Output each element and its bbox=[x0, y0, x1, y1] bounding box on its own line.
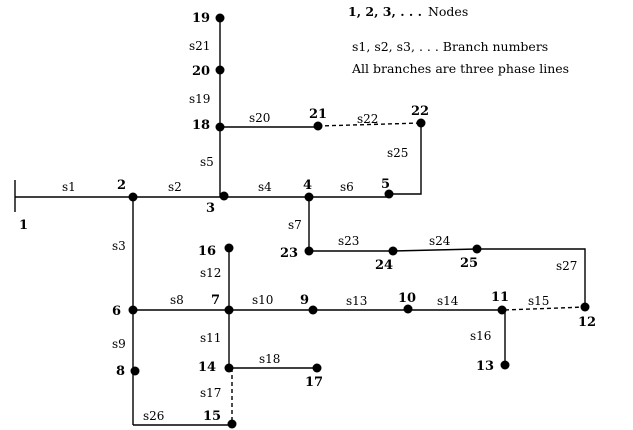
node-dot-8 bbox=[130, 366, 140, 376]
branch-label-s23: s23 bbox=[338, 234, 359, 248]
branch-label-s18: s18 bbox=[259, 352, 280, 366]
node-label-3: 3 bbox=[206, 201, 215, 216]
node-label-12: 12 bbox=[578, 315, 596, 330]
node-dot-14 bbox=[224, 363, 234, 373]
node-label-19: 19 bbox=[192, 11, 210, 26]
branch-label-s17: s17 bbox=[200, 386, 221, 400]
tie-line-s22 bbox=[317, 122, 422, 127]
node-label-14: 14 bbox=[198, 360, 216, 375]
node-dot-24 bbox=[388, 246, 398, 256]
branch-label-s25: s25 bbox=[387, 146, 408, 160]
node-label-23: 23 bbox=[280, 246, 298, 261]
node-dot-16 bbox=[224, 243, 234, 253]
legend-nodes: 1, 2, 3, . . . Nodes bbox=[348, 4, 468, 19]
branch-label-s15: s15 bbox=[528, 294, 549, 308]
node-label-20: 20 bbox=[192, 64, 210, 79]
legend-three-phase: All branches are three phase lines bbox=[351, 61, 569, 76]
branch-label-s27: s27 bbox=[556, 259, 577, 273]
legend-nodes-key: 1, 2, 3, . . . bbox=[348, 4, 422, 19]
node-label-9: 9 bbox=[300, 293, 309, 308]
branch-label-s6: s6 bbox=[340, 180, 354, 194]
line-5-22 bbox=[389, 123, 422, 195]
branch-label-s16: s16 bbox=[470, 329, 491, 343]
node-label-6: 6 bbox=[112, 304, 121, 319]
node-label-2: 2 bbox=[117, 178, 126, 193]
node-label-5: 5 bbox=[381, 177, 390, 192]
branch-label-s2: s2 bbox=[168, 180, 182, 194]
node-dot-25 bbox=[472, 244, 482, 254]
node-dot-2 bbox=[128, 192, 138, 202]
node-label-15: 15 bbox=[203, 409, 221, 424]
node-label-24: 24 bbox=[375, 258, 393, 273]
branch-label-s3: s3 bbox=[112, 239, 126, 253]
branch-label-s22: s22 bbox=[357, 112, 378, 126]
node-label-17: 17 bbox=[305, 375, 323, 390]
node-label-18: 18 bbox=[192, 118, 210, 133]
branch-labels: s1 s2 s3 s4 s5 s6 s7 s8 s9 s10 s11 s12 s… bbox=[62, 39, 577, 423]
node-dots bbox=[128, 13, 590, 429]
node-label-25: 25 bbox=[460, 256, 478, 271]
node-labels: 1 2 3 4 5 6 7 8 9 10 11 12 13 14 15 16 1… bbox=[19, 11, 596, 424]
node-dot-23 bbox=[304, 246, 314, 256]
branch-label-s5: s5 bbox=[200, 155, 214, 169]
branch-label-s7: s7 bbox=[288, 218, 302, 232]
node-label-1: 1 bbox=[19, 218, 28, 233]
node-dot-22 bbox=[416, 118, 426, 128]
branch-label-s11: s11 bbox=[200, 331, 221, 345]
branch-label-s10: s10 bbox=[252, 293, 273, 307]
node-dot-13 bbox=[500, 360, 510, 370]
node-dot-6 bbox=[128, 305, 138, 315]
node-dot-4 bbox=[304, 192, 314, 202]
branch-label-s13: s13 bbox=[346, 294, 367, 308]
node-dot-12 bbox=[580, 302, 590, 312]
legend-nodes-text: Nodes bbox=[428, 4, 468, 19]
branch-label-s24: s24 bbox=[429, 234, 451, 248]
branch-label-s1: s1 bbox=[62, 180, 76, 194]
node-dot-21 bbox=[313, 121, 323, 131]
node-label-21: 21 bbox=[309, 107, 327, 122]
node-dot-15 bbox=[227, 419, 237, 429]
branch-label-s26: s26 bbox=[143, 409, 164, 423]
node-dot-17 bbox=[312, 363, 322, 373]
node-label-16: 16 bbox=[198, 244, 216, 259]
node-dot-9 bbox=[308, 305, 318, 315]
node-dot-19 bbox=[215, 13, 225, 23]
branch-label-s20: s20 bbox=[249, 111, 270, 125]
branch-label-s14: s14 bbox=[437, 294, 459, 308]
node-dot-10 bbox=[403, 304, 413, 314]
branch-label-s19: s19 bbox=[189, 92, 210, 106]
node-dot-11 bbox=[497, 305, 507, 315]
node-dot-7 bbox=[224, 305, 234, 315]
node-label-13: 13 bbox=[476, 359, 494, 374]
node-label-7: 7 bbox=[211, 293, 220, 308]
node-dot-20 bbox=[215, 65, 225, 75]
node-label-8: 8 bbox=[116, 364, 125, 379]
legend-branches: s1, s2, s3, . . . Branch numbers bbox=[352, 39, 548, 54]
branch-label-s4: s4 bbox=[258, 180, 272, 194]
node-label-10: 10 bbox=[398, 291, 416, 306]
node-label-22: 22 bbox=[411, 104, 429, 119]
branch-label-s21: s21 bbox=[189, 39, 210, 53]
node-dot-5 bbox=[384, 189, 394, 199]
node-dot-3 bbox=[219, 191, 229, 201]
branch-label-s8: s8 bbox=[170, 293, 184, 307]
node-label-11: 11 bbox=[491, 290, 509, 305]
tie-line-s15 bbox=[504, 306, 586, 311]
branch-label-s12: s12 bbox=[200, 266, 221, 280]
node-dot-18 bbox=[215, 122, 225, 132]
branch-label-s9: s9 bbox=[112, 337, 126, 351]
node-label-4: 4 bbox=[303, 178, 312, 193]
